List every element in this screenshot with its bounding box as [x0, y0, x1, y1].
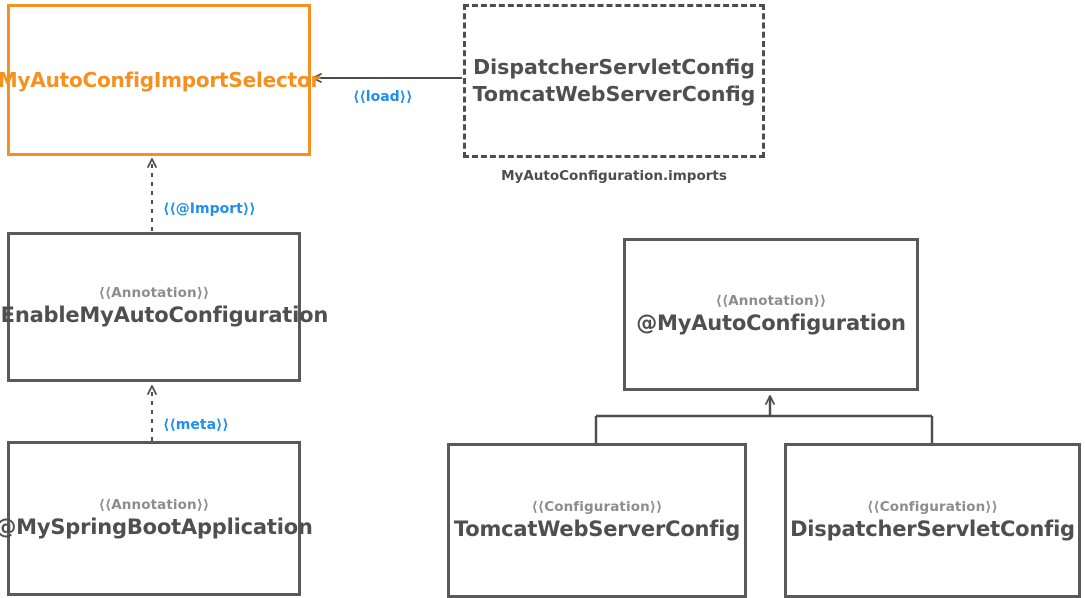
node-my-auto-configuration[interactable]: ⟨⟨Annotation⟩⟩ @MyAutoConfiguration	[623, 238, 919, 391]
node-stereotype: ⟨⟨Configuration⟩⟩	[531, 498, 663, 515]
edge-label-load: ⟨⟨load⟩⟩	[353, 89, 413, 105]
node-my-spring-boot-application[interactable]: ⟨⟨Annotation⟩⟩ @MySpringBootApplication	[0, 441, 313, 596]
node-my-auto-config-import-selector[interactable]: MyAutoConfigImportSelector	[0, 4, 320, 156]
node-title: @EnableMyAutoConfiguration	[0, 303, 329, 328]
node-my-auto-configuration-imports[interactable]: DispatcherServletConfig TomcatWebServerC…	[463, 4, 765, 158]
imports-entry-tomcat-web-server-config: TomcatWebServerConfig	[472, 82, 756, 106]
node-title: MyAutoConfigImportSelector	[0, 68, 321, 92]
node-title: TomcatWebServerConfig	[453, 516, 741, 541]
imports-entry-dispatcher-servlet-config: DispatcherServletConfig	[473, 54, 755, 79]
node-stereotype: ⟨⟨Annotation⟩⟩	[98, 496, 210, 513]
node-title: @MySpringBootApplication	[0, 514, 313, 539]
node-tomcat-web-server-config[interactable]: ⟨⟨Configuration⟩⟩ TomcatWebServerConfig	[447, 443, 747, 598]
node-title: @MyAutoConfiguration	[636, 310, 906, 335]
node-stereotype: ⟨⟨Configuration⟩⟩	[867, 498, 998, 515]
node-title: DispatcherServletConfig	[790, 516, 1075, 541]
imports-file-caption: MyAutoConfiguration.imports	[501, 168, 727, 184]
node-enable-my-auto-configuration[interactable]: ⟨⟨Annotation⟩⟩ @EnableMyAutoConfiguratio…	[0, 232, 328, 382]
edge-label-import: ⟨⟨@Import⟩⟩	[163, 201, 256, 217]
edge-label-meta: ⟨⟨meta⟩⟩	[163, 417, 229, 433]
node-stereotype: ⟨⟨Annotation⟩⟩	[715, 292, 827, 309]
edge-tree-lines	[594, 395, 934, 443]
node-dispatcher-servlet-config[interactable]: ⟨⟨Configuration⟩⟩ DispatcherServletConfi…	[784, 443, 1081, 598]
node-stereotype: ⟨⟨Annotation⟩⟩	[98, 285, 210, 302]
